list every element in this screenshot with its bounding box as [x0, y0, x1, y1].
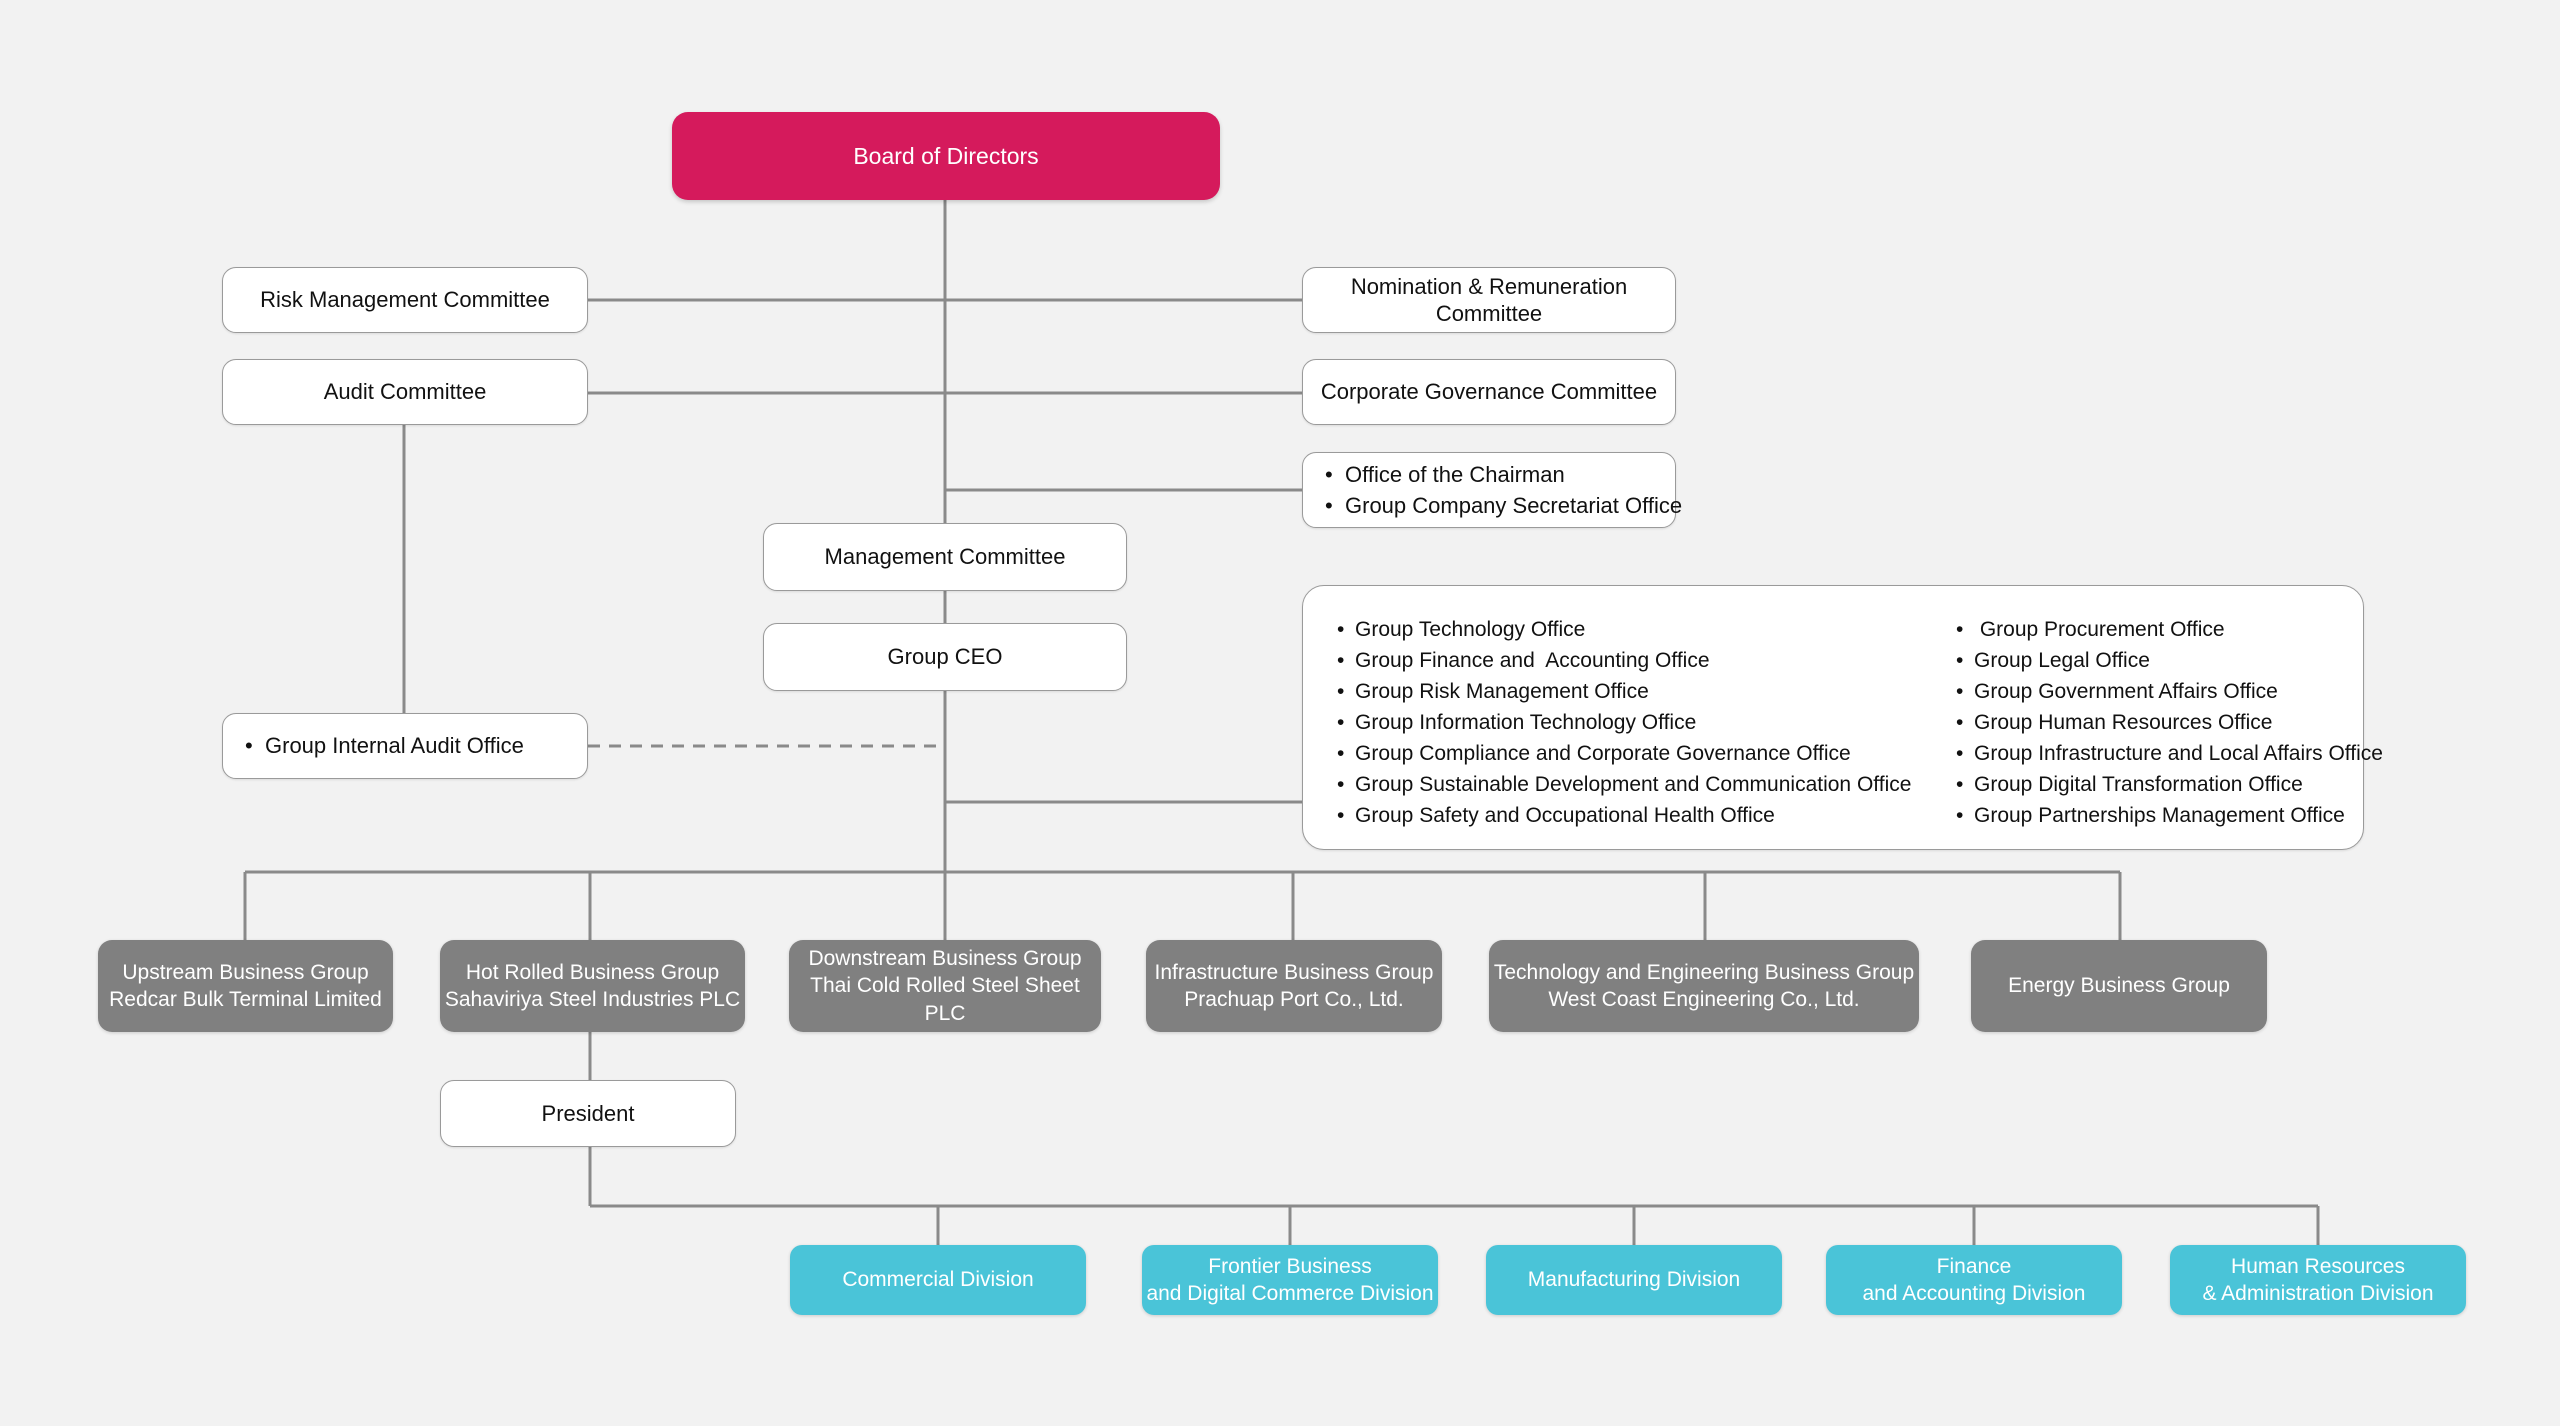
chairman-office-item: Group Company Secretariat Office — [1323, 490, 1682, 521]
division-line-2: & Administration Division — [2202, 1282, 2434, 1305]
business-group-subtitle: Prachuap Port Co., Ltd. — [1184, 988, 1404, 1011]
group-office-item: Group Legal Office — [1954, 645, 2414, 676]
corporate-governance-committee-label: Corporate Governance Committee — [1320, 379, 1658, 405]
group-ceo-label: Group CEO — [887, 644, 1003, 670]
node-audit-committee[interactable]: Audit Committee — [222, 359, 588, 425]
group-offices-column-left: Group Technology Office Group Finance an… — [1335, 614, 1930, 832]
node-president[interactable]: President — [440, 1080, 736, 1147]
node-upstream-business-group[interactable]: Upstream Business Group Redcar Bulk Term… — [98, 940, 393, 1032]
chairman-office-list: Office of the Chairman Group Company Sec… — [1323, 459, 1682, 522]
group-office-item: Group Safety and Occupational Health Off… — [1335, 800, 1930, 831]
business-group-subtitle: West Coast Engineering Co., Ltd. — [1548, 988, 1860, 1011]
node-board-of-directors[interactable]: Board of Directors — [672, 112, 1220, 200]
division-line-1: Finance — [1936, 1254, 2012, 1278]
node-group-offices[interactable]: Group Technology Office Group Finance an… — [1302, 585, 2383, 850]
node-hot-rolled-business-group[interactable]: Hot Rolled Business Group Sahaviriya Ste… — [440, 940, 745, 1032]
division-line-2: and Digital Commerce Division — [1146, 1282, 1434, 1305]
business-group-title: Upstream Business Group — [122, 960, 369, 984]
business-group-title: Technology and Engineering Business Grou… — [1493, 960, 1915, 984]
board-label: Board of Directors — [853, 142, 1039, 169]
group-office-item: Group Digital Transformation Office — [1954, 769, 2414, 800]
audit-committee-label: Audit Committee — [323, 379, 487, 405]
business-group-title: Energy Business Group — [2008, 974, 2230, 998]
node-group-internal-audit-office[interactable]: Group Internal Audit Office — [222, 713, 588, 779]
group-office-item: Group Compliance and Corporate Governanc… — [1335, 738, 1930, 769]
node-finance-accounting-division[interactable]: Finance and Accounting Division — [1826, 1245, 2122, 1315]
business-group-subtitle: Sahaviriya Steel Industries PLC — [444, 988, 741, 1011]
group-office-item: Group Risk Management Office — [1335, 676, 1930, 707]
group-office-item: Group Technology Office — [1335, 614, 1930, 645]
node-human-resources-administration-division[interactable]: Human Resources & Administration Divisio… — [2170, 1245, 2466, 1315]
risk-management-committee-label: Risk Management Committee — [260, 287, 550, 313]
node-manufacturing-division[interactable]: Manufacturing Division — [1486, 1245, 1782, 1315]
group-office-item: Group Human Resources Office — [1954, 707, 2414, 738]
internal-audit-item: Group Internal Audit Office — [243, 730, 567, 761]
node-management-committee[interactable]: Management Committee — [763, 523, 1127, 591]
group-office-item: Group Partnerships Management Office — [1954, 800, 2414, 831]
business-group-title: Downstream Business Group — [808, 947, 1082, 971]
division-line-1: Human Resources — [2231, 1254, 2405, 1278]
node-commercial-division[interactable]: Commercial Division — [790, 1245, 1086, 1315]
group-office-item: Group Government Affairs Office — [1954, 676, 2414, 707]
group-office-item: Group Procurement Office — [1954, 614, 2414, 645]
president-label: President — [541, 1100, 635, 1126]
group-offices-columns: Group Technology Office Group Finance an… — [1335, 614, 2383, 832]
group-office-item: Group Information Technology Office — [1335, 707, 1930, 738]
node-technology-engineering-business-group[interactable]: Technology and Engineering Business Grou… — [1489, 940, 1919, 1032]
node-energy-business-group[interactable]: Energy Business Group — [1971, 940, 2267, 1032]
business-group-subtitle: Redcar Bulk Terminal Limited — [109, 988, 382, 1011]
node-risk-management-committee[interactable]: Risk Management Committee — [222, 267, 588, 333]
node-corporate-governance-committee[interactable]: Corporate Governance Committee — [1302, 359, 1676, 425]
group-office-item: Group Finance and Accounting Office — [1335, 645, 1930, 676]
business-group-title: Infrastructure Business Group — [1154, 960, 1434, 984]
group-offices-column-right: Group Procurement Office Group Legal Off… — [1954, 614, 2414, 832]
division-line-1: Frontier Business — [1208, 1254, 1372, 1278]
division-line-2: and Accounting Division — [1862, 1282, 2086, 1305]
node-infrastructure-business-group[interactable]: Infrastructure Business Group Prachuap P… — [1146, 940, 1442, 1032]
group-office-item: Group Infrastructure and Local Affairs O… — [1954, 738, 2414, 769]
division-line-1: Commercial Division — [842, 1268, 1034, 1292]
business-group-title: Hot Rolled Business Group — [465, 960, 720, 984]
internal-audit-list: Group Internal Audit Office — [243, 730, 567, 761]
group-office-item: Group Sustainable Development and Commun… — [1335, 769, 1930, 800]
node-downstream-business-group[interactable]: Downstream Business Group Thai Cold Roll… — [789, 940, 1101, 1032]
chairman-office-item: Office of the Chairman — [1323, 459, 1655, 490]
business-group-subtitle: Thai Cold Rolled Steel Sheet PLC — [810, 974, 1080, 1025]
node-frontier-business-digital-commerce-division[interactable]: Frontier Business and Digital Commerce D… — [1142, 1245, 1438, 1315]
nomination-remuneration-committee-label: Nomination & Remuneration Committee — [1350, 273, 1628, 327]
node-nomination-remuneration-committee[interactable]: Nomination & Remuneration Committee — [1302, 267, 1676, 333]
division-line-1: Manufacturing Division — [1527, 1268, 1741, 1292]
node-chairman-offices[interactable]: Office of the Chairman Group Company Sec… — [1302, 452, 1682, 528]
management-committee-label: Management Committee — [824, 544, 1066, 570]
node-group-ceo[interactable]: Group CEO — [763, 623, 1127, 691]
